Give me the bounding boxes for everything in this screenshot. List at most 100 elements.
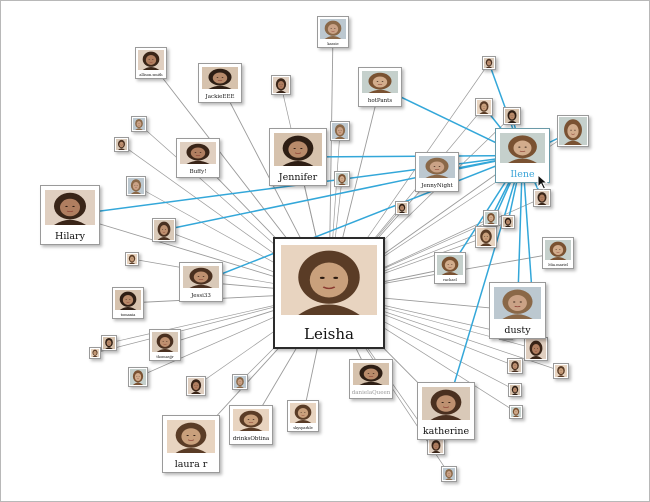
profile-node-tiny28[interactable] xyxy=(89,347,101,359)
profile-node-tiny4[interactable] xyxy=(475,98,493,116)
profile-node-tiny9[interactable] xyxy=(114,137,129,152)
profile-node-buffy[interactable]: Buffy! xyxy=(176,138,220,178)
profile-photo xyxy=(559,117,587,145)
profile-node-tiny11[interactable] xyxy=(501,215,515,229)
profile-node-tiny19[interactable] xyxy=(186,376,206,396)
profile-node-ilene[interactable]: Ilene xyxy=(495,128,550,183)
profile-node-jennifer[interactable]: Jennifer xyxy=(269,128,327,186)
profile-node-hilary[interactable]: Hilary xyxy=(40,185,100,245)
profile-node-tiny22[interactable] xyxy=(553,363,569,379)
profile-photo xyxy=(116,139,127,150)
profile-node-kassie[interactable]: kassie xyxy=(317,16,349,48)
profile-photo xyxy=(500,133,545,163)
profile-photo xyxy=(233,409,269,431)
profile-photo xyxy=(503,217,513,227)
profile-name-jackie: JackieEEE xyxy=(205,94,235,100)
profile-photo xyxy=(115,290,141,310)
profile-photo xyxy=(336,173,348,185)
profile-node-drinks[interactable]: drinksObtina xyxy=(229,405,273,445)
profile-node-tiny14[interactable] xyxy=(126,176,146,196)
profile-name-dusty: dusty xyxy=(504,325,531,336)
profile-name-laurar: laura r xyxy=(174,459,208,470)
highlight-edge-ilene-katherine xyxy=(445,155,524,412)
profile-node-tiny10[interactable] xyxy=(475,226,497,248)
profile-name-tomania: tomania xyxy=(120,313,136,317)
profile-node-tiny2[interactable] xyxy=(131,116,147,132)
profile-photo xyxy=(509,360,521,372)
profile-photo xyxy=(154,220,174,240)
profile-node-tiny12[interactable] xyxy=(483,210,499,226)
profile-node-tiny7[interactable] xyxy=(533,189,551,207)
profile-node-tiny30[interactable] xyxy=(334,171,350,187)
profile-node-laurar[interactable]: laura r xyxy=(162,415,220,473)
profile-photo xyxy=(167,420,215,453)
profile-node-daniela[interactable]: danielaQueen xyxy=(349,359,393,399)
profile-node-tiny20[interactable] xyxy=(232,374,248,390)
profile-node-tiny23[interactable] xyxy=(508,383,522,397)
profile-node-tiny16[interactable] xyxy=(125,252,139,266)
profile-node-katherine[interactable]: katherine xyxy=(417,382,475,440)
profile-name-drinks: drinksObtina xyxy=(232,436,270,442)
profile-node-leisha[interactable]: Leisha xyxy=(273,237,385,349)
profile-name-jessi: Jessi33 xyxy=(191,293,211,299)
profile-name-jennifer: Jennifer xyxy=(278,172,318,183)
profile-node-allison[interactable]: allison.smith xyxy=(135,47,167,79)
profile-node-tiny25[interactable] xyxy=(427,437,445,455)
profile-node-jackie[interactable]: JackieEEE xyxy=(198,63,242,103)
profile-photo xyxy=(429,439,443,453)
profile-photo xyxy=(477,228,495,246)
profile-node-tiny3[interactable] xyxy=(482,56,496,70)
profile-photo xyxy=(188,378,204,394)
profile-node-tiny24[interactable] xyxy=(509,405,523,419)
profile-photo xyxy=(202,67,238,89)
profile-node-skyspark[interactable]: skysparkle xyxy=(287,400,319,432)
profile-photo xyxy=(274,133,322,166)
profile-node-tiny15[interactable] xyxy=(152,218,176,242)
profile-name-allison: allison.smith xyxy=(139,73,163,77)
profile-photo xyxy=(443,468,455,480)
profile-node-rachael[interactable]: rachael xyxy=(434,252,466,284)
profile-name-skyspark: skysparkle xyxy=(293,426,313,430)
profile-node-tiny17[interactable] xyxy=(101,335,117,351)
profile-node-tiny29[interactable] xyxy=(395,201,409,215)
profile-photo xyxy=(91,349,99,357)
profile-name-leisha: Leisha xyxy=(304,325,354,343)
profile-photo xyxy=(485,212,497,224)
profile-photo xyxy=(437,255,463,275)
profile-node-hotpants[interactable]: hotPants xyxy=(358,67,402,107)
profile-photo xyxy=(484,58,494,68)
profile-node-tiny5[interactable] xyxy=(503,107,521,125)
profile-name-buffy: Buffy! xyxy=(189,169,207,175)
profile-name-hotpants: hotPants xyxy=(367,98,393,104)
profile-node-jessi[interactable]: Jessi33 xyxy=(179,262,223,302)
profile-photo xyxy=(494,287,541,319)
profile-node-tiny21[interactable] xyxy=(507,358,523,374)
profile-photo xyxy=(362,71,398,93)
profile-photo xyxy=(555,365,567,377)
profile-node-tiny8[interactable] xyxy=(330,121,350,141)
profile-node-tiny26[interactable] xyxy=(441,466,457,482)
profile-node-tiny1[interactable] xyxy=(271,75,291,95)
highlight-edge-ilene-jessi xyxy=(200,154,523,283)
profile-node-jennynight[interactable]: JennyNight xyxy=(415,152,459,192)
profile-photo xyxy=(505,109,519,123)
profile-photo xyxy=(180,142,216,164)
profile-node-thomas[interactable]: thomasjjr xyxy=(149,329,181,361)
profile-node-tiny13[interactable] xyxy=(524,337,548,361)
profile-photo xyxy=(353,363,389,385)
profile-node-tomania[interactable]: tomania xyxy=(112,287,144,319)
profile-photo xyxy=(510,385,520,395)
profile-photo xyxy=(128,178,144,194)
profile-photo xyxy=(127,254,137,264)
profile-photo xyxy=(45,190,95,225)
profile-node-mariel[interactable]: Mia.mariel xyxy=(542,237,574,269)
profile-photo xyxy=(477,100,491,114)
profile-node-tiny18[interactable] xyxy=(128,367,148,387)
profile-name-jennynight: JennyNight xyxy=(421,183,453,189)
profile-photo xyxy=(234,376,246,388)
profile-photo xyxy=(152,332,178,352)
profile-photo xyxy=(273,77,289,93)
profile-node-dusty[interactable]: dusty xyxy=(489,282,546,339)
profile-photo xyxy=(332,123,348,139)
profile-node-tiny6[interactable] xyxy=(557,115,589,147)
